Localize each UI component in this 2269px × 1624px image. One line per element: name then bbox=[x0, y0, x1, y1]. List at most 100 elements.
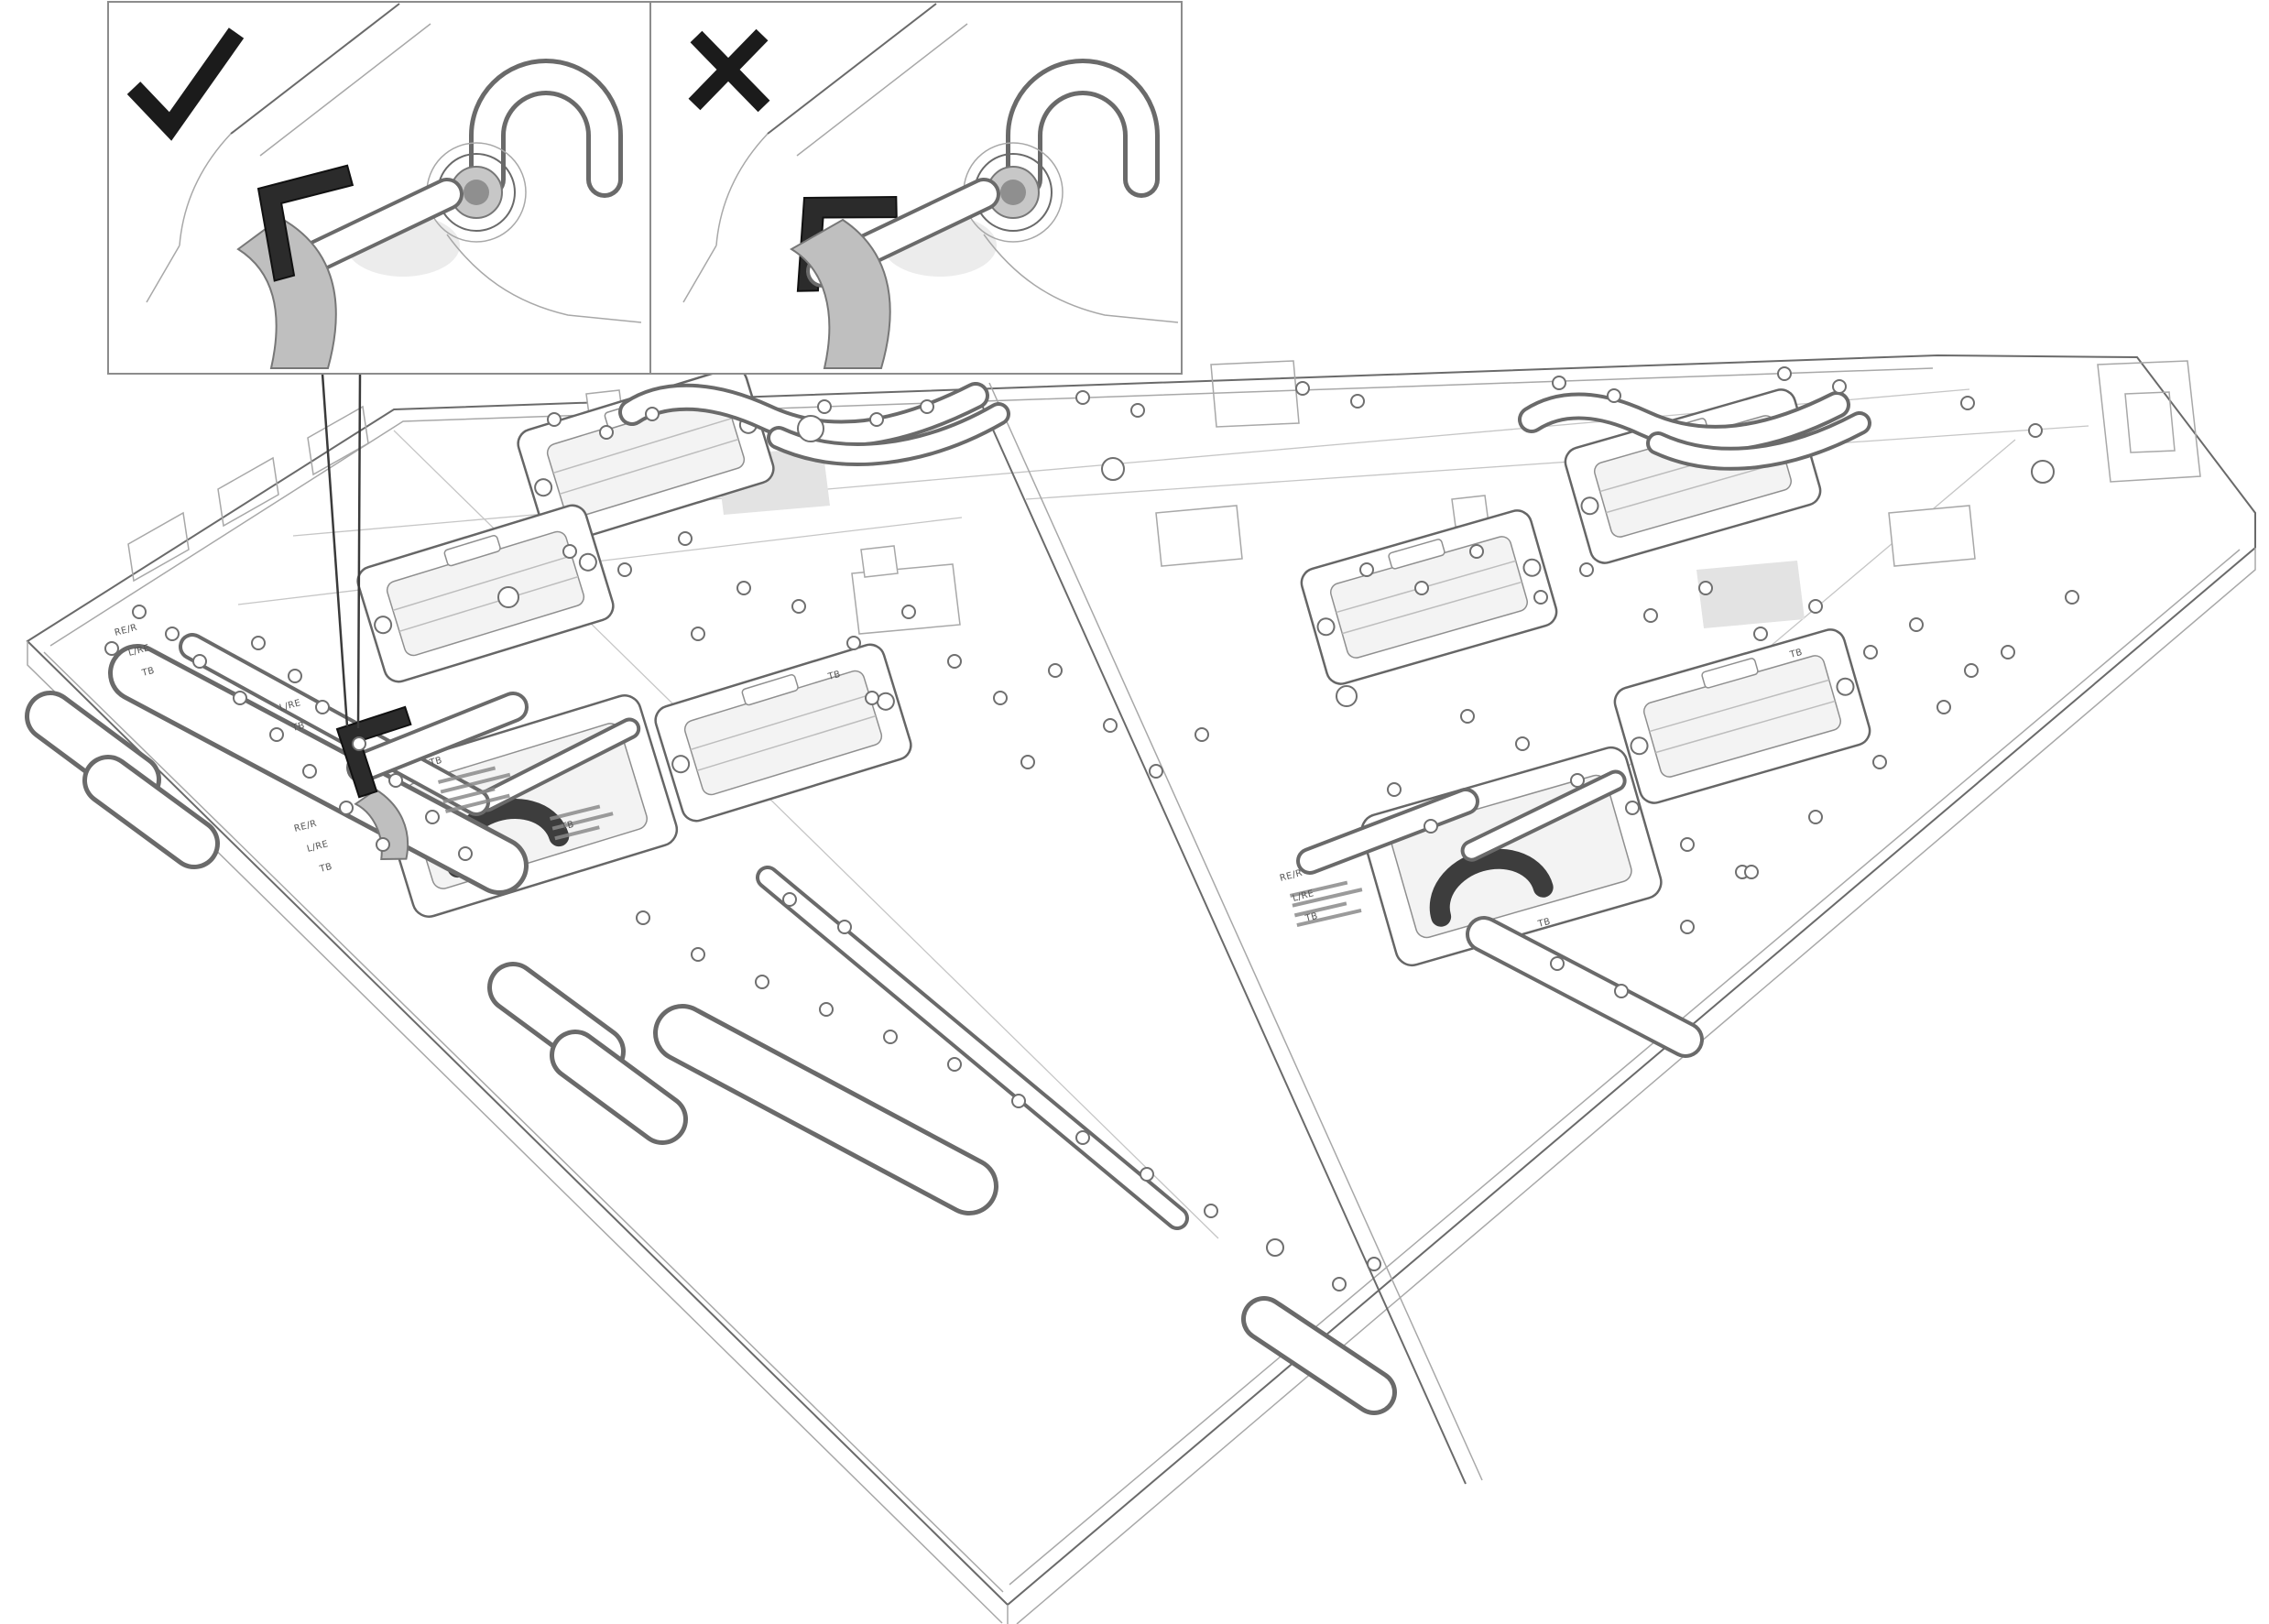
screw bbox=[1359, 562, 1374, 577]
screw bbox=[1570, 773, 1585, 788]
screw bbox=[1350, 394, 1365, 409]
screw bbox=[599, 425, 614, 440]
screw bbox=[865, 691, 879, 705]
x-mark-icon bbox=[688, 28, 770, 113]
screw bbox=[846, 636, 861, 650]
screw bbox=[1698, 581, 1713, 595]
screw bbox=[901, 605, 916, 619]
screw bbox=[1744, 865, 1759, 879]
rear-brackets bbox=[127, 360, 2201, 583]
board-micro-label: TB bbox=[826, 670, 842, 682]
screw bbox=[691, 947, 705, 962]
board-micro-label: RE/R bbox=[114, 623, 138, 638]
board-micro-label: RE/R bbox=[1279, 868, 1304, 884]
screw bbox=[1149, 764, 1163, 779]
screw bbox=[1808, 810, 1823, 824]
screw bbox=[1469, 544, 1484, 559]
screw bbox=[1414, 581, 1429, 595]
screw bbox=[782, 892, 797, 907]
screw bbox=[302, 764, 317, 779]
screw bbox=[1643, 608, 1658, 623]
screw bbox=[192, 654, 207, 669]
screw bbox=[1387, 782, 1402, 797]
panel-border-correct bbox=[107, 1, 651, 375]
screw bbox=[947, 1057, 962, 1072]
board-micro-label: TB bbox=[140, 666, 156, 679]
serpentine-hoses bbox=[618, 382, 1871, 471]
screw bbox=[1960, 396, 1975, 410]
callout-panel-incorrect bbox=[649, 1, 1183, 375]
board-micro-label: L/RE bbox=[306, 839, 330, 855]
screw bbox=[736, 581, 751, 595]
node-divider-inner bbox=[988, 382, 1483, 1481]
screw bbox=[251, 636, 266, 650]
screw bbox=[678, 531, 693, 546]
screw bbox=[1075, 1130, 1090, 1145]
manifold-tubes bbox=[108, 633, 1704, 1415]
screw bbox=[1140, 1167, 1154, 1182]
board-micro-label: TB bbox=[1536, 917, 1552, 930]
screw bbox=[1625, 801, 1640, 815]
screw bbox=[1103, 718, 1118, 733]
board-micro-label: TB bbox=[318, 862, 333, 875]
screw bbox=[1011, 1094, 1026, 1108]
screw bbox=[869, 412, 884, 427]
screw bbox=[1515, 736, 1530, 751]
screw bbox=[817, 399, 832, 414]
screw bbox=[1936, 700, 1951, 714]
handles bbox=[25, 691, 688, 1145]
checkmark-icon bbox=[126, 27, 245, 141]
screw bbox=[458, 846, 473, 861]
board-micro-label: TB bbox=[1788, 648, 1804, 660]
screw bbox=[1552, 376, 1566, 390]
board-micro-label: TB bbox=[560, 820, 575, 833]
screw bbox=[1295, 381, 1310, 396]
hose-clip-highlight bbox=[335, 692, 529, 861]
screw bbox=[339, 801, 354, 815]
screw bbox=[1872, 755, 1887, 769]
tray-inner-rim bbox=[49, 367, 1934, 647]
screw bbox=[2031, 460, 2055, 484]
screw bbox=[1964, 663, 1979, 678]
screw bbox=[315, 700, 330, 714]
screw bbox=[691, 627, 705, 641]
screw bbox=[352, 736, 366, 751]
screw bbox=[2028, 423, 2043, 438]
screw bbox=[1075, 390, 1090, 405]
micro-print-blocks bbox=[438, 766, 1363, 928]
screw bbox=[883, 1030, 898, 1044]
tray-side-walls bbox=[27, 548, 2256, 1624]
screw bbox=[755, 975, 769, 989]
screw bbox=[269, 727, 284, 742]
screw bbox=[1550, 956, 1565, 971]
screw bbox=[636, 910, 650, 925]
screw bbox=[617, 562, 632, 577]
screw bbox=[1266, 1238, 1284, 1257]
screw bbox=[1680, 837, 1695, 852]
screw bbox=[562, 544, 577, 559]
screw bbox=[1336, 685, 1358, 707]
screw bbox=[388, 773, 403, 788]
server-tray-illustration: RE/RL/RETBL/RETBRE/RL/RETBTBTBTBRE/RL/RE… bbox=[25, 354, 2256, 1624]
callout-panel-correct bbox=[107, 1, 651, 375]
tray-inner-rim-right bbox=[1009, 549, 2241, 1586]
screw bbox=[1863, 645, 1878, 659]
screw bbox=[1332, 1277, 1347, 1292]
board-micro-label: TB bbox=[290, 721, 306, 734]
screw bbox=[1367, 1257, 1381, 1271]
node-divider bbox=[972, 384, 1467, 1485]
board-micro-label: RE/R bbox=[293, 819, 318, 834]
screw bbox=[1808, 599, 1823, 614]
board-micro-label: TB bbox=[1304, 911, 1319, 924]
screw bbox=[1753, 627, 1768, 641]
screw bbox=[1777, 366, 1792, 381]
screw bbox=[1204, 1204, 1218, 1218]
screw bbox=[165, 627, 180, 641]
screw bbox=[497, 586, 519, 608]
screw bbox=[1579, 562, 1594, 577]
screw bbox=[1533, 590, 1548, 605]
screw bbox=[1020, 755, 1035, 769]
screw bbox=[791, 599, 806, 614]
